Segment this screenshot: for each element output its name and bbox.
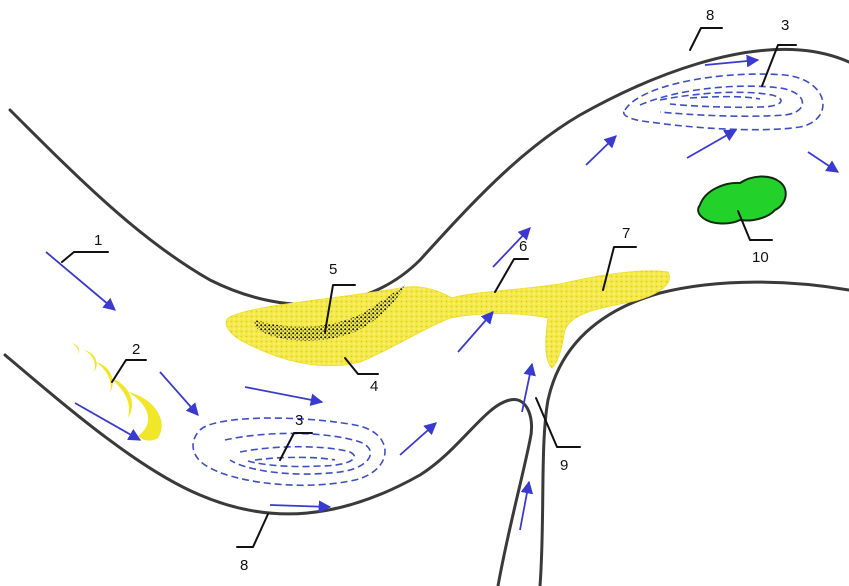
label-3-lower: 3 [295,412,303,429]
label-6: 6 [519,238,527,255]
main-channel-upper-bank [10,49,849,304]
main-channel-lower-bank [5,355,532,514]
eddy-zone-upper [624,74,823,130]
vegetation-patch [698,176,786,223]
label-2: 2 [132,341,140,358]
label-8-upper: 8 [706,7,714,24]
label-3-upper: 3 [781,17,789,34]
label-5: 5 [329,261,337,278]
label-9: 9 [560,457,568,474]
label-7: 7 [622,225,630,242]
label-8-lower: 8 [240,557,248,574]
tributary-right-bank [540,282,849,586]
label-1: 1 [94,232,102,249]
label-4: 4 [370,378,378,395]
tributary-left-bank [498,440,530,586]
label-10: 10 [752,249,769,266]
eddy-zone-lower [193,418,385,485]
